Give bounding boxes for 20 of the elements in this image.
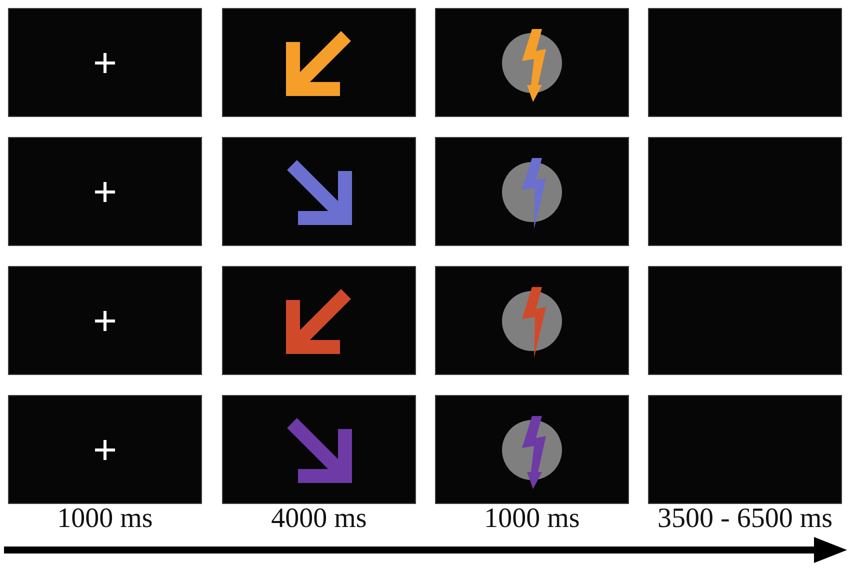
duration-label: 3500 - 6500 ms <box>658 503 832 535</box>
blank-screen <box>648 8 842 117</box>
stimulus-screen <box>222 137 416 246</box>
stimulus-screen <box>8 266 202 375</box>
stimulus-screen <box>8 395 202 504</box>
stimulus-screen <box>435 266 629 375</box>
stimulus-screen <box>222 266 416 375</box>
stimulus-screen <box>222 395 416 504</box>
stimulus-screen <box>8 137 202 246</box>
duration-label: 4000 ms <box>271 503 367 535</box>
blank-screen <box>648 266 842 375</box>
blank-screen <box>648 137 842 246</box>
duration-label: 1000 ms <box>484 503 580 535</box>
stimulus-screen <box>435 8 629 117</box>
stimulus-screen <box>435 395 629 504</box>
stimulus-screen <box>435 137 629 246</box>
blank-screen <box>648 395 842 504</box>
stimulus-screen <box>222 8 416 117</box>
duration-label: 1000 ms <box>57 503 153 535</box>
stimulus-screen <box>8 8 202 117</box>
